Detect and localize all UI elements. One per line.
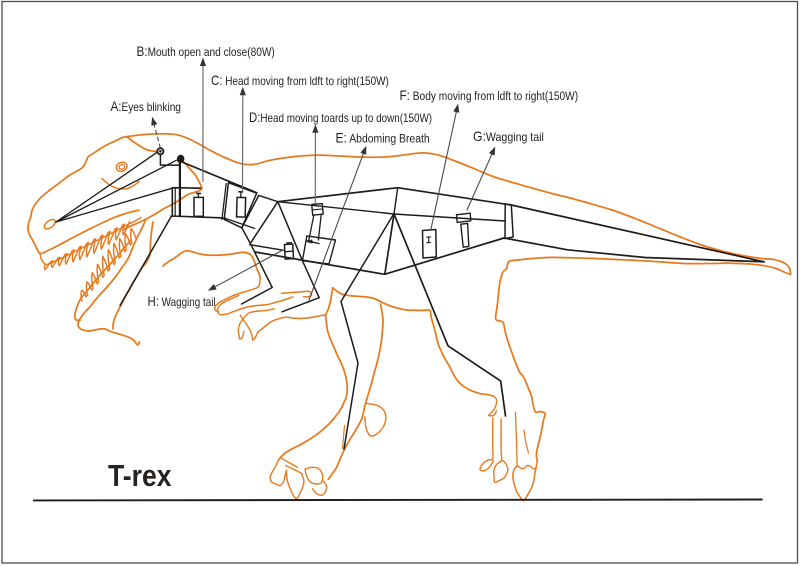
svg-text:H: Wagging tail: H: Wagging tail [148,294,216,309]
svg-text:G:Wagging tail: G:Wagging tail [473,128,544,144]
svg-text:A:Eyes blinking: A:Eyes blinking [111,99,181,114]
svg-text:T-rex: T-rex [108,459,172,493]
svg-text:B:Mouth open and close(80W): B:Mouth open and close(80W) [137,44,275,59]
svg-text:F: Body moving from ldft to ri: F: Body moving from ldft to right(150W) [400,88,579,103]
svg-text:D:Head moving toards up to dow: D:Head moving toards up to down(150W) [249,110,432,125]
svg-text:C: Head moving from ldft to ri: C: Head moving from ldft to right(150W) [211,73,389,88]
svg-text:E: Abdoming Breath: E: Abdoming Breath [336,130,430,146]
